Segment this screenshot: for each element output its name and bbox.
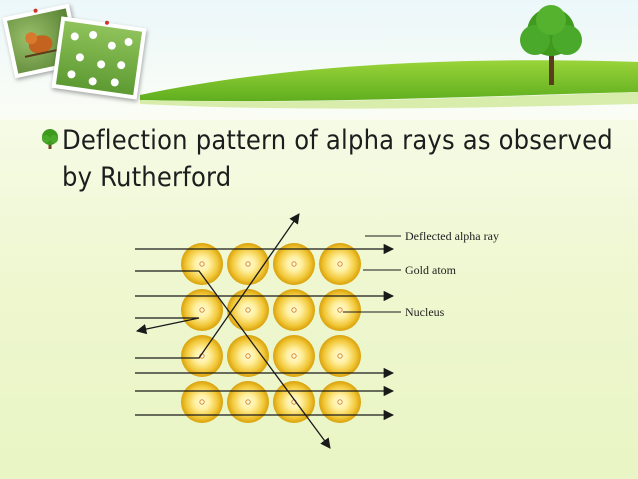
rutherford-diagram: Deflected alpha ray Gold atom Nucleus	[135, 213, 499, 449]
deflected-alpha-ray	[135, 213, 300, 359]
gold-atom	[227, 243, 269, 285]
gold-atom	[319, 243, 361, 285]
label-nucleus: Nucleus	[405, 305, 445, 319]
gold-atom-grid	[181, 243, 361, 423]
nucleus	[245, 261, 251, 267]
nucleus	[245, 353, 251, 359]
nucleus	[199, 307, 205, 313]
slide-title: Deflection pattern of alpha rays as obse…	[62, 125, 613, 193]
gold-atom	[273, 381, 315, 423]
label-gold-atom: Gold atom	[405, 263, 457, 277]
label-leaders	[343, 235, 401, 313]
nucleus	[245, 307, 251, 313]
reflected-alpha-ray	[135, 317, 200, 335]
gold-atom	[181, 289, 223, 331]
gold-atom	[273, 243, 315, 285]
tree-icon	[520, 5, 582, 85]
gold-atom	[273, 335, 315, 377]
gold-atom	[227, 335, 269, 377]
nucleus	[337, 353, 343, 359]
gold-atom	[319, 381, 361, 423]
nucleus	[199, 261, 205, 267]
nucleus	[337, 261, 343, 267]
bird-icon	[24, 32, 65, 58]
nucleus	[337, 307, 343, 313]
bird-photo	[2, 3, 82, 79]
gold-atom	[181, 335, 223, 377]
gold-atom	[319, 289, 361, 331]
gold-atom	[273, 289, 315, 331]
label-deflected-alpha-ray: Deflected alpha ray	[405, 229, 499, 243]
nucleus	[337, 399, 343, 405]
nucleus	[199, 399, 205, 405]
deflected-alpha-ray	[135, 270, 331, 449]
gold-atom	[181, 243, 223, 285]
nucleus	[245, 399, 251, 405]
flower-icon	[67, 30, 133, 87]
header-landscape	[0, 0, 638, 120]
gold-atom	[227, 289, 269, 331]
nucleus	[291, 261, 297, 267]
gold-atom	[227, 381, 269, 423]
nucleus	[291, 307, 297, 313]
flowers-photo	[51, 16, 147, 100]
alpha-rays	[135, 213, 395, 449]
nucleus	[291, 353, 297, 359]
tree-bullet-icon	[42, 129, 58, 149]
gold-atom	[181, 381, 223, 423]
gold-atom	[319, 335, 361, 377]
